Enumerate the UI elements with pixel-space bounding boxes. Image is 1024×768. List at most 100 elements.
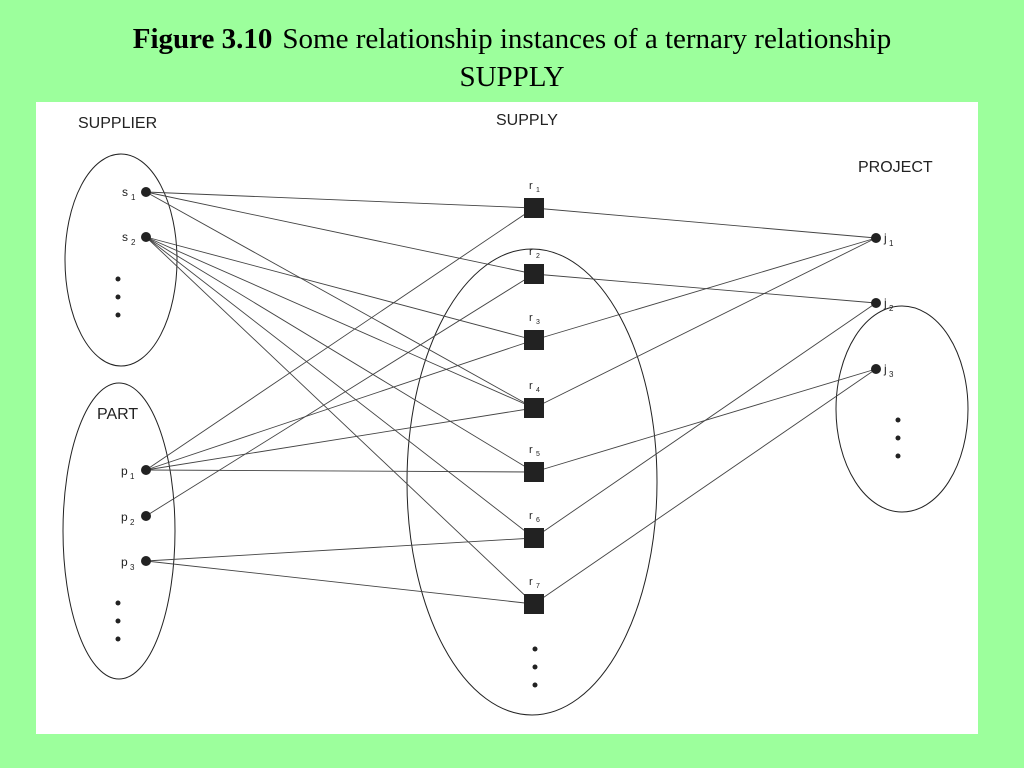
figure-caption-line-2: SUPPLY	[459, 61, 565, 93]
part-instance-p2: p 2	[121, 510, 151, 527]
instance-subscript: 3	[536, 319, 540, 326]
instance-dot	[141, 187, 151, 197]
instance-square	[524, 398, 544, 418]
instance-dot	[141, 232, 151, 242]
project-label: PROJECT	[858, 159, 933, 176]
instance-subscript: 2	[889, 304, 894, 313]
line-r4-j1	[533, 237, 877, 409]
instance-dot	[141, 511, 151, 521]
line-r3-j1	[533, 237, 877, 341]
instance-letter: j	[883, 296, 887, 310]
instance-subscript: 4	[536, 387, 540, 394]
supplier-instance-s1: s 1	[122, 185, 151, 202]
title-line-1: Figure 3.10 Some relationship instances o…	[0, 20, 1024, 58]
line-p3-r7	[145, 560, 535, 605]
supplier-set-ellipse	[64, 153, 178, 367]
instance-letter: r	[529, 312, 533, 324]
instance-square	[524, 462, 544, 482]
instance-letter: p	[121, 555, 128, 569]
line-s1-r2	[145, 191, 535, 275]
line-r2-j2	[533, 273, 877, 304]
instance-subscript: 3	[130, 563, 135, 572]
line-s2-r4	[145, 236, 535, 409]
instance-letter: s	[122, 185, 128, 199]
line-r6-j2	[533, 302, 877, 539]
instance-letter: s	[122, 230, 128, 244]
line-s1-r1	[145, 191, 535, 209]
line-p1-r5	[145, 469, 535, 473]
line-p3-r6	[145, 537, 535, 562]
supply-instance-r5: r 5	[524, 444, 544, 482]
part-ellipsis-dots	[115, 600, 121, 642]
instance-subscript: 7	[536, 583, 540, 590]
project-ellipsis-dots	[895, 417, 901, 459]
diagram-panel: SUPPLIER SUPPLY PART PROJECT	[36, 102, 978, 734]
line-r7-j3	[533, 368, 877, 605]
supply-ellipsis-dots	[532, 646, 538, 688]
instance-dot	[871, 364, 881, 374]
instance-letter: j	[883, 231, 887, 245]
line-p1-r4	[145, 407, 535, 471]
instance-square	[524, 594, 544, 614]
supplier-ellipsis-dots	[115, 276, 121, 318]
instance-subscript: 6	[536, 517, 540, 524]
instance-letter: j	[883, 362, 887, 376]
line-p1-r3	[145, 339, 535, 471]
instance-letter: r	[529, 510, 533, 522]
supplier-label: SUPPLIER	[78, 115, 157, 132]
instance-square	[524, 528, 544, 548]
instance-letter: r	[529, 444, 533, 456]
part-instance-p3: p 3	[121, 555, 151, 572]
figure-title: Figure 3.10 Some relationship instances o…	[0, 20, 1024, 96]
connection-lines	[145, 191, 877, 605]
instance-square	[524, 330, 544, 350]
project-instance-j1: j 1	[871, 231, 894, 248]
instance-subscript: 2	[130, 518, 135, 527]
supply-instance-r3: r 3	[524, 312, 544, 350]
project-set-ellipse	[835, 305, 969, 513]
line-p1-r1	[145, 207, 535, 471]
instance-letter: r	[529, 180, 533, 192]
instance-subscript: 5	[536, 451, 540, 458]
line-s1-r4	[145, 191, 535, 409]
part-label: PART	[97, 406, 138, 423]
instance-dot	[141, 465, 151, 475]
supply-instance-r4: r 4	[524, 380, 544, 418]
instance-dot	[871, 298, 881, 308]
instance-letter: p	[121, 510, 128, 524]
instance-letter: p	[121, 464, 128, 478]
instance-letter: r	[529, 246, 533, 258]
instance-dot	[141, 556, 151, 566]
instance-subscript: 1	[130, 472, 135, 481]
instance-letter: r	[529, 380, 533, 392]
supply-instance-r1: r 1	[524, 180, 544, 218]
instance-square	[524, 198, 544, 218]
figure-label: Figure 3.10	[132, 23, 273, 55]
ternary-relationship-diagram: SUPPLIER SUPPLY PART PROJECT	[62, 112, 969, 716]
part-instance-p1: p 1	[121, 464, 151, 481]
project-instance-j3: j 3	[871, 362, 894, 379]
supply-instance-r2: r 2	[524, 246, 544, 284]
supply-set-ellipse	[406, 248, 658, 716]
instance-square	[524, 264, 544, 284]
figure-caption: Some relationship instances of a ternary…	[282, 23, 892, 55]
instance-subscript: 1	[889, 239, 894, 248]
supply-instance-r7: r 7	[524, 576, 544, 614]
part-set-ellipse	[62, 382, 176, 680]
line-s2-r6	[145, 236, 535, 539]
instance-subscript: 2	[536, 253, 540, 260]
instance-subscript: 1	[131, 193, 136, 202]
instance-dot	[871, 233, 881, 243]
line-p2-r2	[145, 273, 535, 517]
instance-letter: r	[529, 576, 533, 588]
project-instance-j2: j 2	[871, 296, 894, 313]
instance-subscript: 1	[536, 187, 540, 194]
line-s2-r3	[145, 236, 535, 341]
supplier-instance-s2: s 2	[122, 230, 151, 247]
line-s2-r5	[145, 236, 535, 473]
instance-subscript: 2	[131, 238, 136, 247]
supply-label: SUPPLY	[496, 112, 558, 129]
line-r1-j1	[533, 207, 877, 239]
line-s2-r7	[145, 236, 535, 605]
supply-instance-r6: r 6	[524, 510, 544, 548]
